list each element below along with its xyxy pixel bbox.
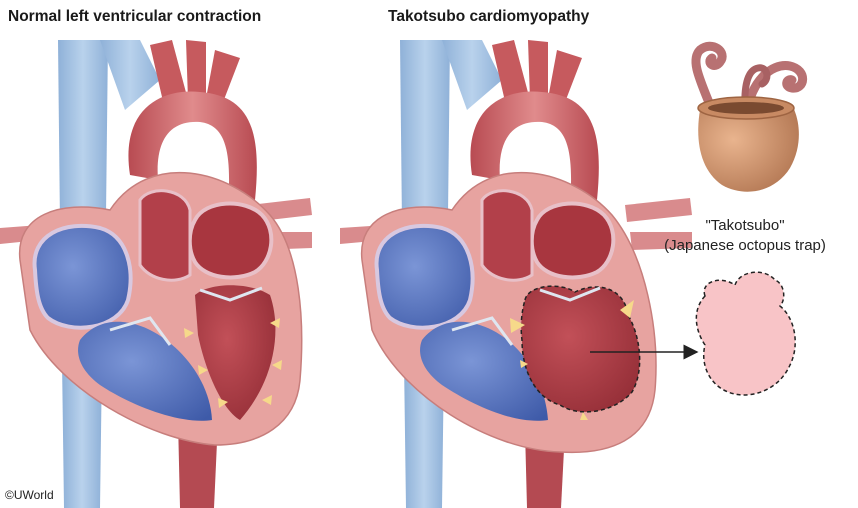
aortic-root [140, 191, 190, 281]
superior-vena-cava [400, 40, 450, 225]
takotsubo-panel-title: Takotsubo cardiomyopathy [388, 8, 589, 26]
normal-panel-title: Normal left ventricular contraction [8, 8, 261, 26]
brachiocephalic-vein [442, 40, 502, 110]
superior-vena-cava [58, 40, 108, 225]
aortic-root [482, 191, 532, 281]
left-atrium [190, 204, 272, 278]
left-atrium [532, 204, 614, 278]
pot-opening [708, 102, 784, 114]
octopus-trap-pot [696, 46, 803, 191]
trap-description-label: (Japanese octopus trap) [640, 237, 850, 254]
apical-ballooning-outline [696, 272, 795, 395]
trap-name-label: "Takotsubo" [640, 217, 850, 234]
right-atrium [377, 226, 473, 328]
right-atrium [35, 226, 131, 328]
copyright-credit: ©UWorld [5, 488, 54, 502]
aortic-branch-2 [186, 40, 206, 100]
aortic-branch-2 [528, 40, 548, 100]
brachiocephalic-vein [100, 40, 160, 110]
takotsubo-heart-illustration [340, 40, 697, 508]
normal-heart-illustration [0, 40, 312, 508]
